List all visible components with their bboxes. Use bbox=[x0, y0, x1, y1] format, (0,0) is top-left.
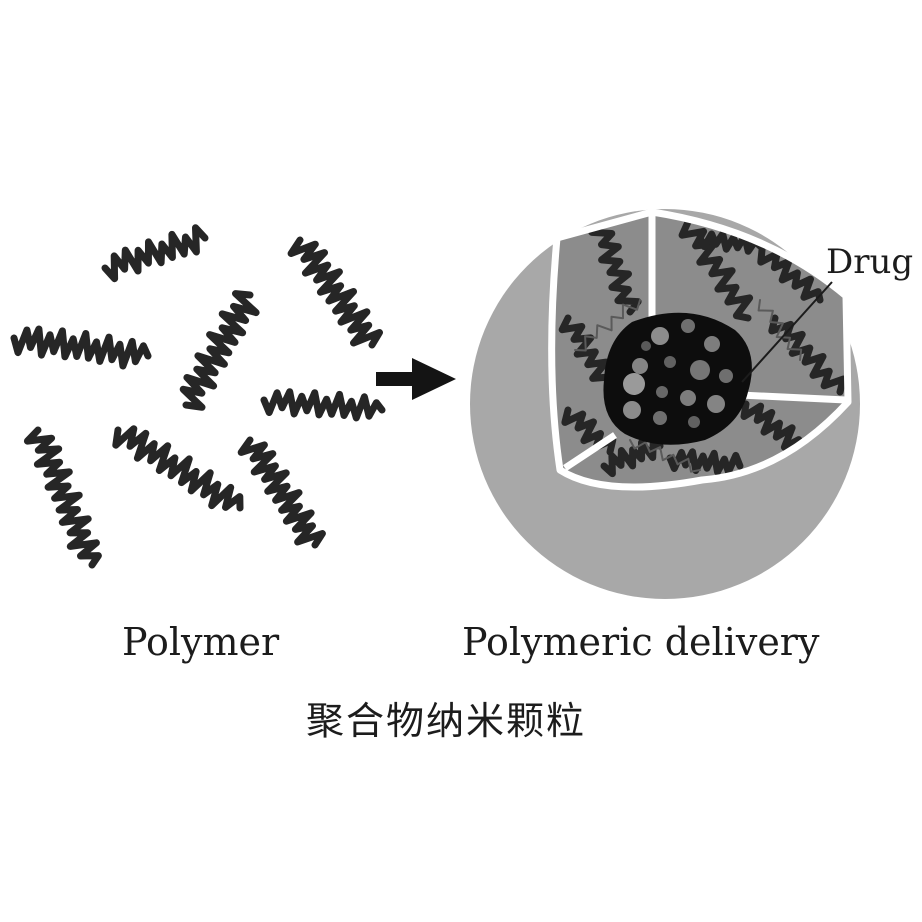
polymer-label: Polymer bbox=[122, 620, 280, 664]
cutaway-section-lines bbox=[563, 214, 847, 471]
inner-polymer-strand bbox=[757, 299, 803, 361]
drug-particle bbox=[719, 369, 733, 383]
drug-particle bbox=[664, 356, 676, 368]
polymer-chain bbox=[237, 436, 326, 549]
polymer-chain bbox=[101, 224, 209, 283]
drug-particle bbox=[688, 416, 700, 428]
drug-particle bbox=[632, 358, 648, 374]
inner-polymer-strand bbox=[629, 439, 701, 473]
drug-label: Drug bbox=[826, 242, 914, 282]
polymer-chain bbox=[10, 325, 152, 370]
drug-particle bbox=[690, 360, 710, 380]
inner-polymer-coil bbox=[768, 314, 847, 396]
polymer-chain bbox=[179, 290, 260, 411]
drug-particles bbox=[623, 319, 733, 428]
drug-particle bbox=[653, 411, 667, 425]
drug-particle bbox=[623, 373, 645, 395]
drug-particle bbox=[704, 336, 720, 352]
polymer-chain bbox=[260, 388, 386, 422]
inner-polymer-strand bbox=[574, 299, 641, 352]
inner-polymer-coil bbox=[757, 246, 824, 304]
drug-particle bbox=[651, 327, 669, 345]
encapsulating-polymer-coils bbox=[558, 218, 847, 478]
inner-polymer-coil bbox=[666, 448, 744, 476]
drug-particle bbox=[641, 341, 651, 351]
right-arrow-icon bbox=[376, 358, 456, 400]
free-polymer-chains bbox=[10, 224, 386, 569]
inner-polymer-coil bbox=[588, 218, 642, 316]
drug-particle bbox=[707, 395, 725, 413]
figure-caption: 聚合物纳米颗粒 bbox=[306, 699, 587, 743]
polymer-chain bbox=[112, 425, 244, 512]
polymer-chain bbox=[23, 426, 102, 569]
inner-polymer-coil bbox=[696, 230, 764, 255]
drug-particle bbox=[681, 319, 695, 333]
cutaway-border bbox=[548, 208, 852, 491]
nanoparticle-sphere bbox=[470, 208, 860, 599]
inner-polymer-coil bbox=[558, 314, 613, 390]
inner-polymer-coil bbox=[600, 438, 664, 478]
drug-particle bbox=[623, 401, 641, 419]
drug-pointer-line bbox=[741, 281, 833, 383]
drug-particle bbox=[680, 390, 696, 406]
polymer-chain bbox=[287, 236, 383, 349]
drug-particle bbox=[656, 386, 668, 398]
polymeric-delivery-label: Polymeric delivery bbox=[462, 620, 820, 664]
